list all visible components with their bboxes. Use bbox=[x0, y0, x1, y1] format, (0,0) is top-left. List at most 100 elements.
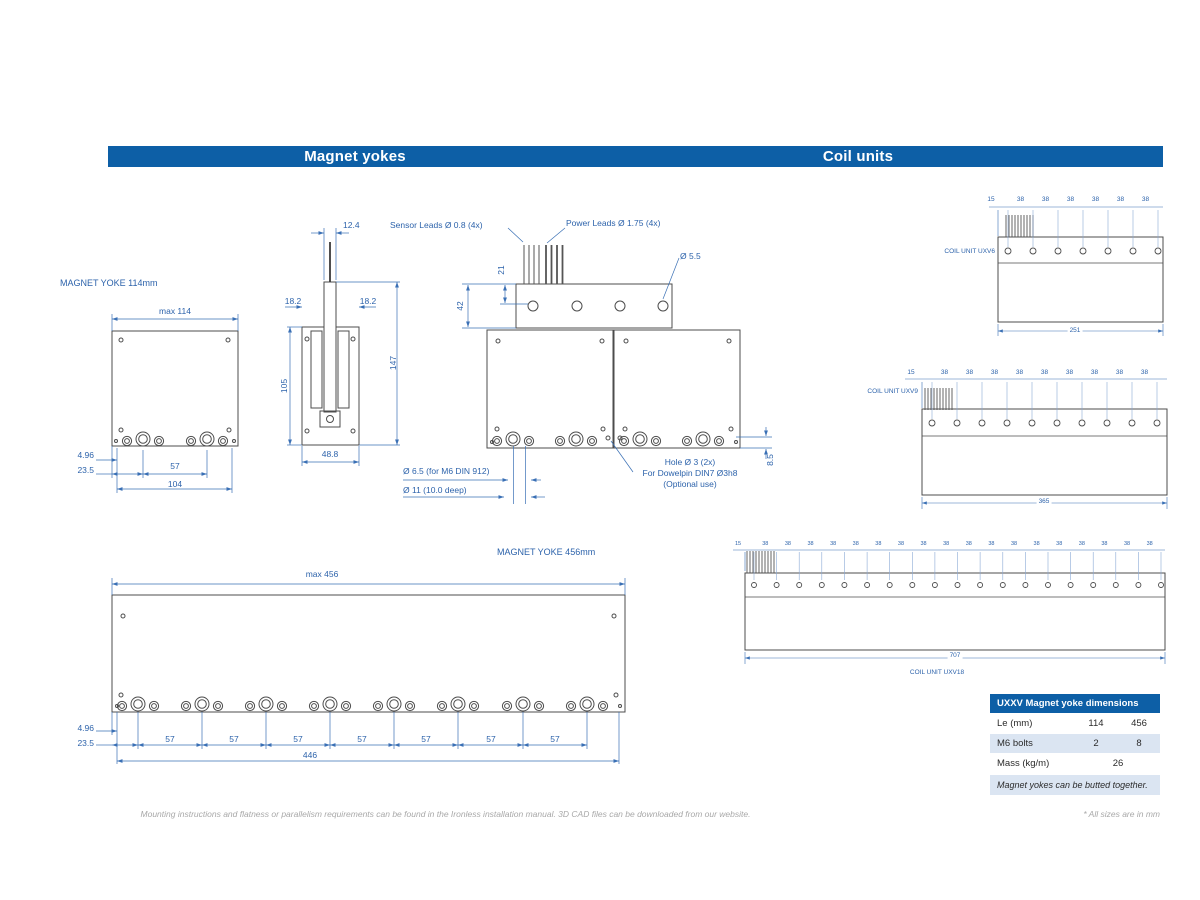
uxv6-pitch: 38 bbox=[1041, 196, 1050, 203]
dim-456-bolt-span: 446 bbox=[302, 750, 318, 760]
counterbore-label: Ø 11 (10.0 deep) bbox=[403, 485, 467, 495]
magnet-yoke-456-drawing bbox=[96, 578, 626, 764]
dim-456-pitch: 57 bbox=[293, 734, 303, 744]
section-title-magnet-yokes: Magnet yokes bbox=[304, 148, 406, 165]
dim-slot-depth: 105 bbox=[279, 378, 289, 394]
uxv18-pitch: 38 bbox=[920, 541, 927, 547]
hole-diameter-label: Ø 5.5 bbox=[680, 251, 701, 261]
dim-456-pitch: 57 bbox=[357, 734, 367, 744]
uxv18-pitch: 38 bbox=[852, 541, 859, 547]
footer-note: Mounting instructions and flatness or pa… bbox=[140, 809, 751, 819]
magnet-yoke-114-drawing bbox=[96, 314, 239, 493]
uxv6-pitch-row: 38 38 38 38 38 38 bbox=[1008, 196, 1158, 203]
dim-456-edge: 4.96 bbox=[77, 723, 94, 733]
uxv6-pitch: 38 bbox=[1116, 196, 1125, 203]
uxv18-pitch: 38 bbox=[784, 541, 791, 547]
coil-unit-uxv18-drawing bbox=[733, 549, 1166, 664]
uxv6-end-offset: 15 bbox=[987, 196, 995, 203]
uxv18-pitch: 38 bbox=[830, 541, 837, 547]
power-leads-label: Power Leads Ø 1.75 (4x) bbox=[566, 218, 661, 228]
uxv9-pitch: 38 bbox=[1115, 369, 1124, 376]
uxv6-pitch: 38 bbox=[1066, 196, 1075, 203]
sensor-leads bbox=[523, 245, 540, 284]
dim-edge-offset: 8.5 bbox=[765, 454, 775, 466]
uxv18-pitch: 38 bbox=[897, 541, 905, 547]
uxv18-end-offset: 15 bbox=[734, 541, 742, 547]
uxv9-pitch: 38 bbox=[1040, 369, 1049, 376]
uxv18-pitch: 38 bbox=[988, 541, 995, 547]
power-leads bbox=[545, 245, 564, 284]
magnet-yoke-side-view-drawing bbox=[285, 228, 400, 466]
dim-lead-clearance: 21 bbox=[496, 265, 506, 275]
uxv18-pitch: 38 bbox=[1056, 541, 1063, 547]
dowel-pin-note-line2: For Dowelpin DIN7 Ø3h8 bbox=[642, 468, 738, 478]
coil-unit-uxv6-drawing bbox=[989, 206, 1164, 336]
uxv6-length: 251 bbox=[1067, 327, 1083, 334]
uxv18-pitch: 38 bbox=[807, 541, 814, 547]
row-label: Le (mm) bbox=[997, 718, 1033, 729]
table-row-bolts: M6 bolts 2 8 bbox=[990, 734, 1160, 753]
coil-unit-uxv18-label: COIL UNIT UXV18 bbox=[909, 669, 965, 676]
dim-total-height: 147 bbox=[388, 355, 398, 371]
dim-456-pitch: 57 bbox=[550, 734, 560, 744]
dim-114-pitch: 57 bbox=[170, 461, 180, 471]
dim-456-pitch: 57 bbox=[229, 734, 239, 744]
uxv9-pitch: 38 bbox=[990, 369, 999, 376]
row-label: M6 bolts bbox=[997, 738, 1033, 749]
magnet-yoke-456-title: MAGNET YOKE 456mm bbox=[497, 547, 596, 557]
uxv18-pitch: 38 bbox=[1078, 541, 1085, 547]
table-row-le: Le (mm) 114 456 bbox=[990, 714, 1160, 733]
dim-left-gap: 18.2 bbox=[284, 296, 302, 306]
dowel-pin-note-line1: Hole Ø 3 (2x) bbox=[664, 457, 716, 467]
yoke-dimensions-table: UXXV Magnet yoke dimensions Le (mm) 114 … bbox=[990, 694, 1160, 795]
dim-114-bolt-span: 104 bbox=[167, 479, 183, 489]
dim-456-pitch: 57 bbox=[486, 734, 496, 744]
dowel-pin-note-line3: (Optional use) bbox=[663, 479, 717, 489]
yoke-with-coil-assembly-drawing bbox=[403, 227, 772, 504]
row-value-456: 456 bbox=[1131, 718, 1147, 729]
uxv18-pitch: 38 bbox=[1123, 541, 1131, 547]
sensor-leads-label: Sensor Leads Ø 0.8 (4x) bbox=[390, 220, 483, 230]
bolt-hole-label: Ø 6.5 (for M6 DIN 912) bbox=[403, 466, 490, 476]
uxv9-pitch: 38 bbox=[940, 369, 949, 376]
section-header-bar: Magnet yokes Coil units bbox=[108, 146, 1163, 167]
uxv18-pitch-row: 38 38 38 38 38 38 38 38 38 38 38 38 38 3… bbox=[754, 541, 1161, 547]
uxv18-pitch: 38 bbox=[943, 541, 950, 547]
dim-side-width: 48.8 bbox=[321, 449, 339, 459]
row-value-mass: 26 bbox=[1112, 758, 1124, 769]
uxv9-pitch: 38 bbox=[1090, 369, 1099, 376]
dowel-pin-note: Hole Ø 3 (2x) For Dowelpin DIN7 Ø3h8 (Op… bbox=[643, 457, 738, 490]
dim-456-pitch: 57 bbox=[165, 734, 175, 744]
coil-unit-uxv9-label: COIL UNIT UXV9 bbox=[867, 388, 918, 395]
table-title: UXXV Magnet yoke dimensions bbox=[990, 694, 1160, 713]
uxv9-pitch-row: 38 38 38 38 38 38 38 38 38 bbox=[932, 369, 1157, 376]
row-value-114: 114 bbox=[1088, 718, 1104, 729]
uxv18-pitch: 38 bbox=[1033, 541, 1040, 547]
dim-456-first-bolt: 23.5 bbox=[77, 738, 94, 748]
uxv9-pitch: 38 bbox=[1015, 369, 1024, 376]
dim-114-edge: 4.96 bbox=[77, 450, 94, 460]
dim-114-first-bolt: 23.5 bbox=[77, 465, 94, 475]
uxv9-pitch: 38 bbox=[1065, 369, 1074, 376]
uxv6-pitch: 38 bbox=[1091, 196, 1100, 203]
dim-blade-width: 12.4 bbox=[343, 220, 360, 230]
uxv18-pitch: 38 bbox=[965, 541, 972, 547]
dim-max-456: max 456 bbox=[305, 569, 339, 579]
sizes-note: * All sizes are in mm bbox=[1083, 809, 1160, 819]
dim-block-height: 42 bbox=[455, 301, 465, 311]
uxv9-end-offset: 15 bbox=[907, 369, 915, 376]
dim-right-gap: 18.2 bbox=[359, 296, 377, 306]
table-note: Magnet yokes can be butted together. bbox=[990, 775, 1160, 795]
row-value-456: 8 bbox=[1136, 738, 1142, 749]
uxv18-pitch: 38 bbox=[875, 541, 882, 547]
magnet-yoke-114-title: MAGNET YOKE 114mm bbox=[60, 278, 158, 288]
coil-unit-uxv6-label: COIL UNIT UXV6 bbox=[944, 248, 995, 255]
uxv9-length: 365 bbox=[1036, 498, 1052, 505]
uxv9-pitch: 38 bbox=[1140, 369, 1149, 376]
dim-max-114: max 114 bbox=[159, 306, 191, 316]
uxv6-pitch: 38 bbox=[1141, 196, 1150, 203]
row-value-114: 2 bbox=[1093, 738, 1099, 749]
uxv18-pitch: 38 bbox=[1101, 541, 1108, 547]
section-title-coil-units: Coil units bbox=[822, 148, 894, 165]
